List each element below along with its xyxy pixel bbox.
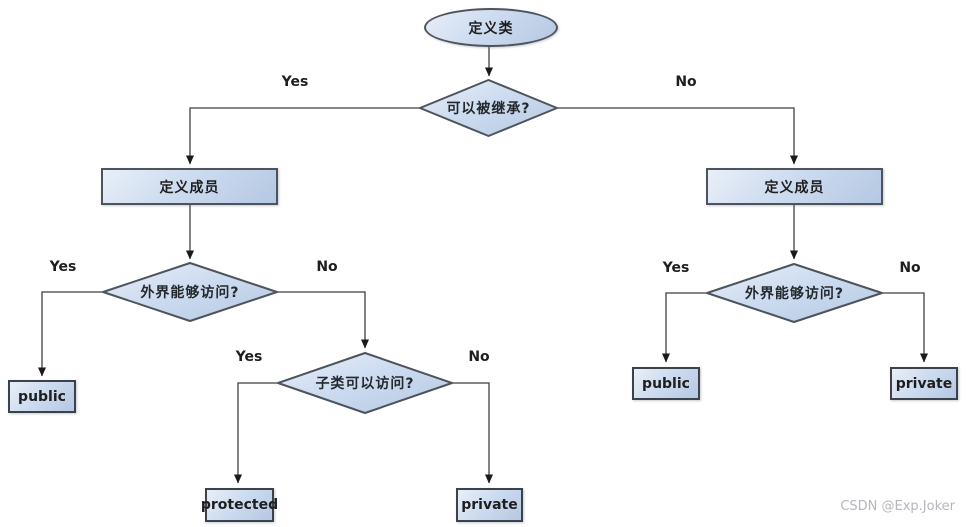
process-define-members-right: 定义成员	[706, 168, 883, 205]
result-private-mid: private	[456, 488, 523, 522]
result-public-left: public	[8, 380, 76, 413]
connector-outside-right-no	[882, 292, 928, 363]
connector-outside-left-no	[277, 291, 369, 349]
result-private-right: private	[890, 367, 958, 400]
result-protected: protected	[201, 488, 278, 522]
edge-label-subclass-no: No	[468, 349, 490, 365]
connector-subclass-no	[452, 382, 493, 484]
connector-inherit-yes	[186, 107, 420, 165]
edge-label-outside-right-no: No	[899, 260, 921, 276]
edge-label-outside-left-yes: Yes	[49, 259, 77, 275]
result-public-right: public	[632, 367, 700, 400]
edge-label-inherit-yes: Yes	[281, 74, 309, 90]
connector-subclass-yes	[234, 382, 278, 484]
csdn-watermark: CSDN @Exp.Joker	[840, 499, 955, 514]
decision-outside-access-left-shape	[102, 262, 278, 322]
edge-label-inherit-no: No	[675, 74, 697, 90]
edge-label-subclass-yes: Yes	[235, 349, 263, 365]
edge-label-outside-right-yes: Yes	[662, 260, 690, 276]
connector-inherit-no	[557, 107, 798, 165]
connector-outside-left-yes	[38, 291, 103, 377]
connector-outside-right-yes	[662, 292, 707, 363]
process-define-members-left: 定义成员	[101, 168, 278, 205]
edge-label-outside-left-no: No	[316, 259, 338, 275]
decision-subclass-access-shape	[277, 352, 453, 414]
decision-can-inherit-shape	[419, 79, 558, 137]
start-node: 定义类	[424, 8, 558, 47]
decision-outside-access-right-shape	[706, 263, 883, 323]
